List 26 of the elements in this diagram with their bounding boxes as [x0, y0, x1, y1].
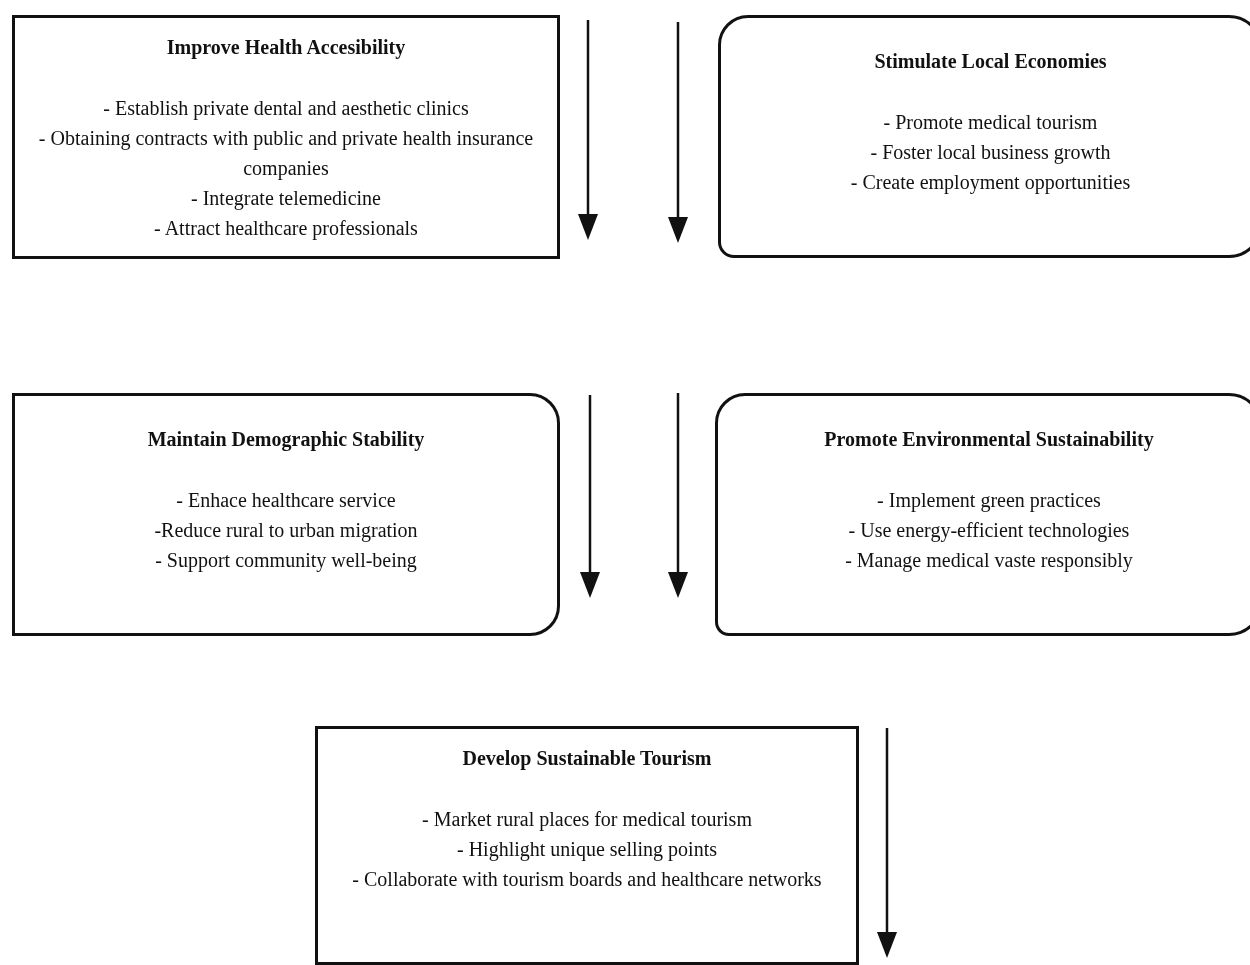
bullet-text: - Promote medical tourism — [882, 110, 1099, 135]
bullet-text: - Manage medical vaste responsibly — [844, 548, 1134, 574]
box-heading: Maintain Demographic Stability — [146, 427, 426, 452]
bullet-text: - Integrate telemedicine — [190, 186, 382, 212]
bullet-text: - Implement green practices — [876, 488, 1102, 514]
bullet-text: -Reduce rural to urban migration — [153, 518, 419, 544]
bullet-text: - Support community well-being — [154, 548, 418, 574]
bullet-text: - Market rural places for medical tourism — [421, 807, 753, 833]
bullet-text: - Obtaining contracts with public and private health insurance companies — [37, 126, 535, 182]
bullet-text: - Attract healthcare professionals — [153, 216, 419, 242]
goal-box — [718, 15, 1250, 258]
bullet-text: - Highlight unique selling points — [456, 837, 718, 863]
bullet-text: - Collaborate with tourism boards and healthcare networks — [351, 867, 823, 892]
goal-box — [12, 15, 560, 259]
goal-box — [12, 393, 560, 636]
goal-box — [315, 726, 859, 965]
bullet-text: - Use energy-efficient technologies — [847, 518, 1131, 544]
box-heading: Develop Sustainable Tourism — [461, 746, 713, 771]
bullet-text: - Establish private dental and aesthetic clinics — [102, 96, 470, 122]
bullet-text: - Foster local business growth — [869, 140, 1112, 166]
box-heading: Improve Health Accesibility — [165, 35, 407, 60]
box-heading: Promote Environmental Sustainability — [823, 427, 1155, 452]
goal-box — [715, 393, 1250, 636]
bullet-text: - Create employment opportunities — [849, 170, 1132, 196]
box-heading: Stimulate Local Economies — [873, 49, 1108, 74]
bullet-text: - Enhace healthcare service — [175, 488, 397, 513]
